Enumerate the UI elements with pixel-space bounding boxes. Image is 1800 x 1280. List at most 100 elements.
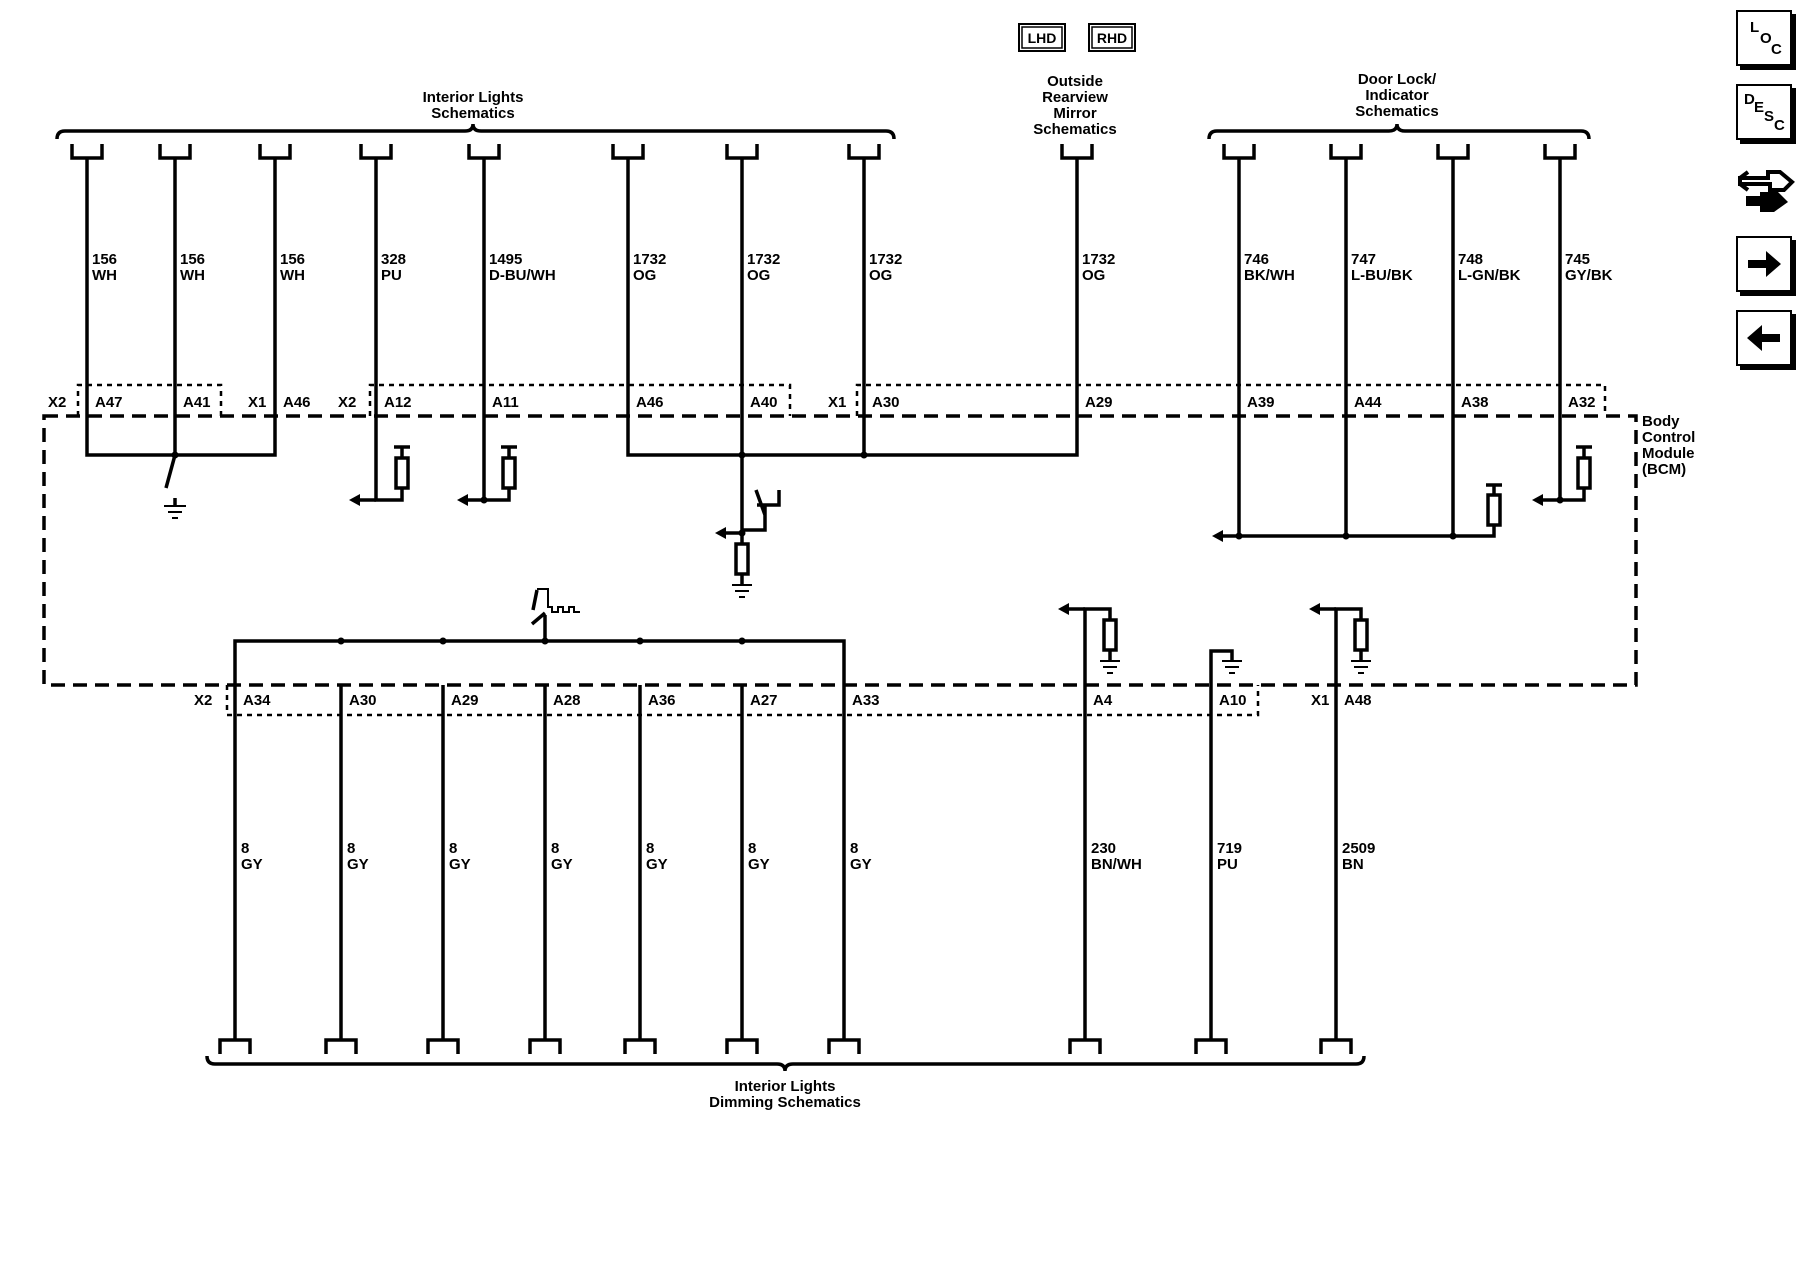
svg-text:(BCM): (BCM) xyxy=(1642,461,1686,478)
pin-label: A47 xyxy=(95,394,123,411)
mirror-title: Outside Rearview Mirror Schematics xyxy=(1033,73,1116,138)
top-conn-label: X2 xyxy=(338,394,356,411)
bcm-internal-circuitry xyxy=(85,416,1592,685)
wire-color: L-BU/BK xyxy=(1351,267,1413,284)
connector-icon[interactable] xyxy=(1734,156,1796,218)
svg-text:Outside: Outside xyxy=(1047,73,1103,90)
desc-letter: E xyxy=(1754,99,1764,116)
pin-label: A32 xyxy=(1568,394,1596,411)
svg-text:Schematics: Schematics xyxy=(1033,121,1116,138)
bcm-boundary xyxy=(42,414,1638,687)
wire-color: BK/WH xyxy=(1244,267,1295,284)
wire-color: OG xyxy=(747,267,770,284)
pin-label: A28 xyxy=(553,692,581,709)
pin-label: A11 xyxy=(492,394,519,411)
interior-lights-title: Interior Lights Schematics xyxy=(423,89,524,122)
pin-label: A33 xyxy=(852,692,880,709)
wire-color: BN xyxy=(1342,856,1364,873)
terminal-connector xyxy=(467,144,501,160)
top-conn-label: X1 xyxy=(248,394,266,411)
pin-label: A30 xyxy=(349,692,377,709)
terminal-connector xyxy=(528,1038,562,1054)
circuit-number: 1732 xyxy=(747,251,780,268)
pin-label: A34 xyxy=(243,692,271,709)
circuit-number: 156 xyxy=(180,251,205,268)
wire-color: GY xyxy=(241,856,263,873)
svg-text:Schematics: Schematics xyxy=(431,105,514,122)
circuit-number: 8 xyxy=(850,840,858,857)
circuit-number: 1732 xyxy=(869,251,902,268)
bottom-wire: 8GY A34 xyxy=(218,685,271,1054)
loc-letter: L xyxy=(1750,19,1759,36)
circuit-number: 8 xyxy=(748,840,756,857)
pin-label: A46 xyxy=(636,394,664,411)
bottom-conn-label: X2 xyxy=(194,692,212,709)
circuit-number: 8 xyxy=(347,840,355,857)
svg-text:Dimming Schematics: Dimming Schematics xyxy=(709,1094,861,1111)
pin-label: A27 xyxy=(750,692,778,709)
wire-color: D-BU/WH xyxy=(489,267,556,284)
wire-color: GY xyxy=(449,856,471,873)
lhd-label: LHD xyxy=(1028,30,1057,46)
circuit-number: 2509 xyxy=(1342,840,1375,857)
lhd-button[interactable]: LHD xyxy=(1018,23,1066,52)
wire-color: PU xyxy=(381,267,402,284)
location-icon[interactable]: L O C xyxy=(1736,10,1792,66)
terminal-connector xyxy=(324,1038,358,1054)
svg-text:Module: Module xyxy=(1642,445,1695,462)
pin-label: A39 xyxy=(1247,394,1275,411)
svg-text:Rearview: Rearview xyxy=(1042,89,1108,106)
wire-color: OG xyxy=(1082,267,1105,284)
terminal-connector xyxy=(725,144,759,160)
circuit-number: 156 xyxy=(280,251,305,268)
terminal-connector xyxy=(70,144,104,160)
terminal-connector xyxy=(218,1038,252,1054)
bottom-conn-label: X1 xyxy=(1311,692,1329,709)
wire-color: BN/WH xyxy=(1091,856,1142,873)
circuit-number: 1495 xyxy=(489,251,522,268)
circuit-number: 746 xyxy=(1244,251,1269,268)
terminal-connector xyxy=(847,144,881,160)
terminal-connector xyxy=(158,144,192,160)
terminal-connector xyxy=(827,1038,861,1054)
terminal-connector xyxy=(1319,1038,1353,1054)
connector-x2-top-b xyxy=(368,383,792,416)
arrow-right-icon[interactable] xyxy=(1736,236,1792,292)
circuit-number: 745 xyxy=(1565,251,1590,268)
wire-color: GY xyxy=(347,856,369,873)
circuit-number: 156 xyxy=(92,251,117,268)
pin-label: A4 xyxy=(1093,692,1113,709)
terminal-connector xyxy=(1060,144,1094,160)
circuit-number: 1732 xyxy=(633,251,666,268)
dimming-brace xyxy=(205,1055,1366,1072)
pin-label: A44 xyxy=(1354,394,1382,411)
wire-color: WH xyxy=(92,267,117,284)
arrow-left-icon[interactable] xyxy=(1736,310,1792,366)
interior-lights-brace xyxy=(55,123,896,140)
pin-label: A10 xyxy=(1219,692,1247,709)
door-lock-brace xyxy=(1207,123,1591,140)
pin-label: A12 xyxy=(384,394,412,411)
svg-text:Mirror: Mirror xyxy=(1053,105,1097,122)
svg-text:Interior Lights: Interior Lights xyxy=(423,89,524,106)
circuit-number: 8 xyxy=(241,840,249,857)
wire-color: WH xyxy=(280,267,305,284)
description-icon[interactable]: D E S C xyxy=(1736,84,1792,140)
connector-x2-top-a xyxy=(76,383,223,416)
terminal-connector xyxy=(426,1038,460,1054)
rhd-button[interactable]: RHD xyxy=(1088,23,1136,52)
wire-color: GY xyxy=(551,856,573,873)
svg-text:Schematics: Schematics xyxy=(1355,103,1438,120)
